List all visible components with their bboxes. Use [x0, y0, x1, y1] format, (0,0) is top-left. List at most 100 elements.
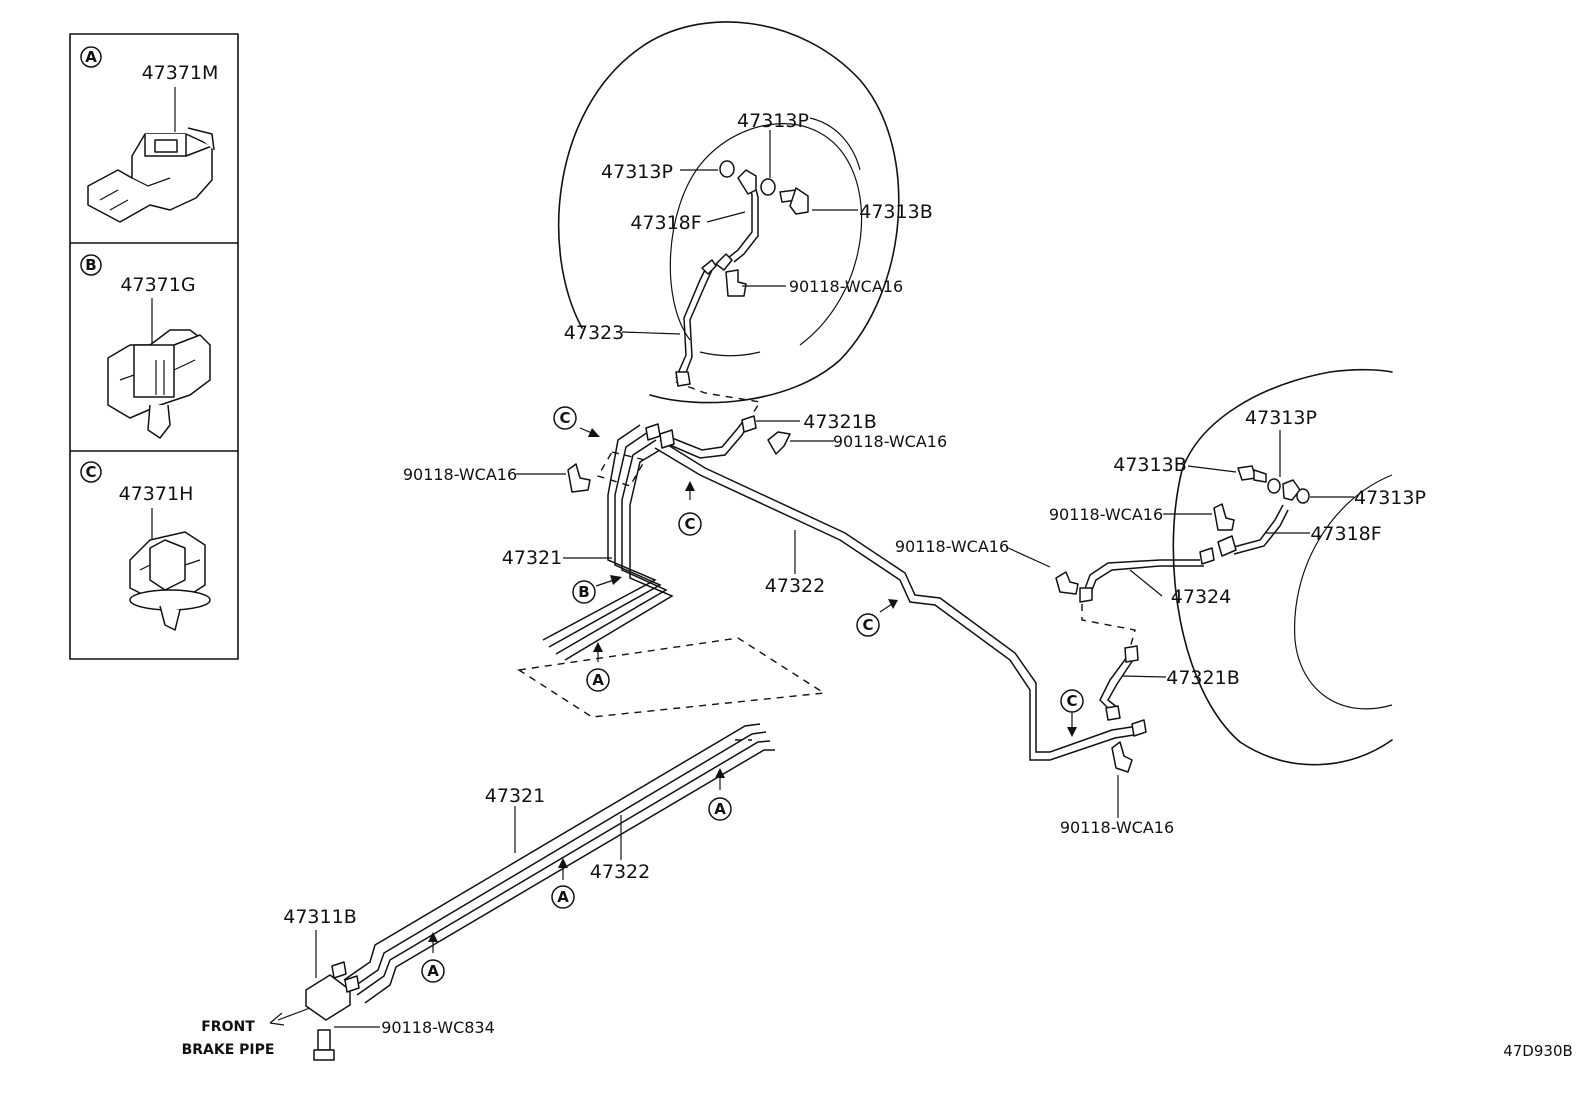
marker-a: A	[421, 959, 445, 983]
svg-text:A: A	[714, 800, 726, 818]
label-47313p: 47313P	[601, 161, 673, 183]
svg-text:C: C	[1066, 692, 1077, 710]
label-47313p: 47313P	[1354, 487, 1426, 509]
leader-lines	[315, 130, 1354, 1028]
svg-text:A: A	[85, 48, 97, 66]
tube-nut-icon	[1079, 587, 1093, 603]
legend-part-b: 47371G	[120, 274, 195, 296]
label-47313b: 47313B	[1113, 454, 1186, 476]
marker-a-icon	[80, 46, 102, 68]
marker-c: C	[856, 613, 880, 637]
label-47324: 47324	[1171, 586, 1231, 608]
marker-c: C	[678, 512, 702, 536]
pipe-47323	[675, 267, 713, 381]
circled-markers: C C C C B A A A A	[421, 406, 1084, 983]
label-47322: 47322	[765, 575, 825, 597]
legend-panel: A 47371M B 47371G	[69, 33, 239, 660]
hose-47318f-top	[727, 179, 759, 263]
pipe-47321-upper	[542, 424, 674, 661]
svg-text:A: A	[557, 888, 569, 906]
svg-text:B: B	[85, 256, 96, 274]
union-fitting-icon	[1282, 479, 1301, 501]
label-47322: 47322	[590, 861, 650, 883]
svg-text:C: C	[559, 409, 570, 427]
label-clip: 90118-WCA16	[1060, 818, 1174, 837]
dashed-detail-region	[517, 637, 827, 718]
marker-a: A	[708, 797, 732, 821]
legend-box-b: B 47371G	[80, 254, 211, 439]
union-fitting-icon	[737, 169, 757, 195]
marker-c-icon	[80, 461, 102, 483]
clip-icon	[767, 431, 791, 455]
junction-block-icon	[305, 974, 351, 1021]
label-47318f: 47318F	[1310, 523, 1381, 545]
clip-icon	[1213, 503, 1235, 531]
svg-text:C: C	[862, 616, 873, 634]
label-47321: 47321	[502, 547, 562, 569]
washer-icon	[719, 160, 735, 178]
label-47321b: 47321B	[1166, 667, 1239, 689]
marker-a: A	[551, 885, 575, 909]
label-clip: 90118-WCA16	[895, 537, 1009, 556]
label-47313b: 47313B	[859, 201, 932, 223]
label-clip: 90118-WCA16	[403, 465, 517, 484]
svg-text:A: A	[592, 671, 604, 689]
label-47318f: 47318F	[630, 212, 701, 234]
clamp-a-icon	[87, 127, 215, 223]
label-clip: 90118-WCA16	[833, 432, 947, 451]
pipe-47324	[1082, 559, 1204, 598]
front-label: FRONT	[201, 1019, 255, 1035]
washer-icon	[1296, 488, 1310, 504]
marker-c: C	[553, 406, 577, 430]
washer-icon	[760, 178, 776, 196]
dashed-link-top	[675, 381, 762, 419]
washer-icon	[1267, 478, 1281, 494]
rear-left-wheel-outline	[557, 21, 900, 404]
legend-box-a: A 47371M	[80, 46, 219, 223]
bolt-icon	[317, 1029, 331, 1051]
clip-icon	[1111, 741, 1133, 773]
tube-nut-icon	[675, 371, 691, 387]
hose-end-icon	[1124, 645, 1139, 663]
location-arrows	[269, 427, 1077, 1026]
clamp-c-icon	[129, 531, 211, 631]
label-47313p: 47313P	[1245, 407, 1317, 429]
legend-part-a: 47371M	[142, 62, 219, 84]
label-bolt: 90118-WC834	[381, 1018, 495, 1037]
clip-icon	[567, 463, 591, 493]
marker-c: C	[1060, 689, 1084, 713]
svg-text:C: C	[85, 463, 96, 481]
pipe-47322-run	[654, 439, 1141, 761]
legend-part-c: 47371H	[119, 483, 194, 505]
rear-right-wheel-outline	[1172, 368, 1393, 766]
marker-b: B	[572, 580, 596, 604]
label-47321: 47321	[485, 785, 545, 807]
legend-box-c: C 47371H	[80, 461, 211, 631]
label-47311b: 47311B	[283, 906, 356, 928]
dashed-link-right	[1081, 604, 1136, 649]
brake-pipe-label: BRAKE PIPE	[182, 1042, 275, 1058]
fittings	[305, 160, 1310, 1061]
marker-a: A	[586, 668, 610, 692]
pipe-47321b-right	[1099, 656, 1134, 713]
svg-text:A: A	[427, 962, 439, 980]
main-pipes-lower	[343, 723, 775, 1004]
marker-b-icon	[80, 254, 102, 276]
part-labels: 47313P 47313P 47313B 47318F 90118-WCA16 …	[283, 110, 1426, 1037]
clip-icon	[1055, 571, 1079, 595]
hose-47318f-right	[1229, 504, 1289, 555]
tube-nut-icon	[741, 415, 757, 433]
label-47323: 47323	[564, 322, 624, 344]
diagram-code: 47D930B	[1503, 1042, 1573, 1060]
svg-text:C: C	[684, 515, 695, 533]
label-47313p: 47313P	[737, 110, 809, 132]
clip-icon	[725, 269, 747, 297]
dashed-clip-left	[596, 451, 647, 487]
label-47321b: 47321B	[803, 411, 876, 433]
label-clip: 90118-WCA16	[1049, 505, 1163, 524]
hose-end-icon	[1217, 535, 1237, 557]
label-clip: 90118-WCA16	[789, 277, 903, 296]
clamp-b-icon	[107, 329, 211, 439]
svg-text:B: B	[578, 583, 589, 601]
